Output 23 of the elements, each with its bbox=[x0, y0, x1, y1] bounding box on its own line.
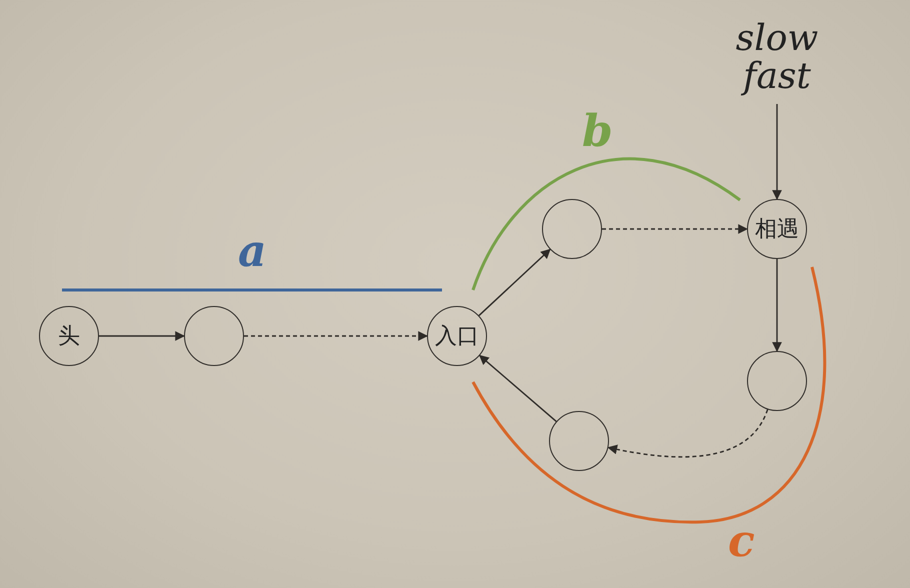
arrow bbox=[244, 331, 428, 341]
list-node-circle bbox=[747, 351, 807, 411]
arrow bbox=[772, 104, 782, 200]
arrow bbox=[607, 409, 768, 458]
list-node-circle bbox=[542, 199, 602, 259]
list-node-circle bbox=[39, 306, 99, 366]
segment-label: a bbox=[238, 228, 267, 276]
arrow bbox=[479, 354, 557, 422]
list-node-circle bbox=[184, 306, 244, 366]
arrow bbox=[602, 224, 748, 234]
pointer-name: slow bbox=[736, 20, 818, 58]
node-label: 头 bbox=[58, 323, 80, 351]
arrow bbox=[99, 331, 185, 341]
node-label: 入口 bbox=[435, 323, 479, 351]
arrow bbox=[478, 248, 551, 316]
segment-label: b bbox=[582, 108, 613, 156]
segment-label: c bbox=[728, 518, 755, 566]
arrow bbox=[772, 259, 782, 352]
node-label: 相遇 bbox=[755, 216, 799, 244]
list-node-circle bbox=[747, 199, 807, 259]
list-node-circle bbox=[549, 411, 609, 471]
list-node-circle bbox=[427, 306, 487, 366]
pointer-name: fast bbox=[743, 58, 811, 96]
